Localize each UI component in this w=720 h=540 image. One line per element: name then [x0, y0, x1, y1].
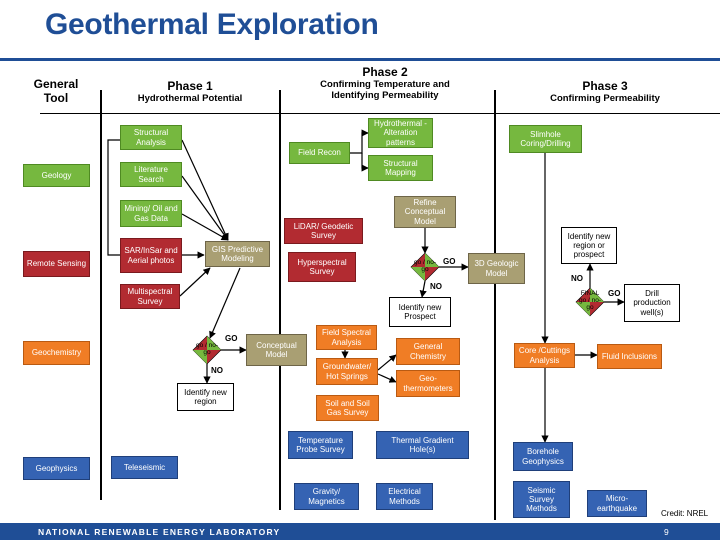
general-tool-label: General Tool	[33, 77, 79, 105]
core-cuttings-analysis-box: Core /Cuttings Analysis	[514, 343, 575, 368]
drill-production-well-box: Drill production well(s)	[624, 284, 680, 322]
borehole-geophysics-box: Borehole Geophysics	[513, 442, 573, 471]
credit-text: Credit: NREL	[661, 509, 709, 518]
fluid-inclusions-box: Fluid Inclusions	[597, 344, 662, 369]
temperature-probe-survey-box: Temperature Probe Survey	[288, 431, 353, 459]
arrow-literature-gis	[181, 175, 229, 241]
arrow-recon-struct	[361, 153, 369, 172]
no-label-3: NO	[571, 274, 583, 283]
header-rule	[40, 113, 720, 114]
footer-org-name: NATIONAL RENEWABLE ENERGY LABORATORY	[38, 527, 281, 537]
arrow-groundwater-geotherm	[377, 373, 397, 383]
go-label-3: GO	[608, 289, 621, 298]
hydrothermal-alteration-box: Hydrothermal -Alteration patterns	[368, 118, 433, 148]
multispectral-survey-box: Multispectral Survey	[120, 284, 180, 309]
soil-gas-survey-box: Soil and Soil Gas Survey	[316, 395, 379, 421]
identify-new-region-box: Identify new region	[177, 383, 234, 411]
3d-geologic-model-box: 3D Geologic Model	[468, 253, 525, 284]
sar-insar-box: SAR/InSar and Aerial photos	[120, 238, 182, 273]
gravity-magnetics-box: Gravity/ Magnetics	[294, 483, 359, 510]
divider-phase1-phase2	[279, 90, 281, 510]
structural-analysis-box: Structural Analysis	[120, 125, 182, 150]
phase2-subtitle: Confirming Temperature and Identifying P…	[320, 78, 450, 101]
no-label-2: NO	[430, 282, 442, 291]
micro-earthquake-box: Micro-earthquake	[587, 490, 647, 517]
field-spectral-analysis-box: Field Spectral Analysis	[316, 325, 377, 350]
slimhole-coring-box: Slimhole Coring/Drilling	[509, 125, 582, 153]
teleseismic-box: Teleseismic	[111, 456, 178, 479]
decision-final-text: FINAL go / no-go	[578, 290, 602, 311]
groundwater-hot-springs-box: Groundwater/ Hot Springs	[316, 358, 378, 385]
lidar-geodetic-box: LiDAR/ Geodetic Survey	[284, 218, 363, 244]
phase3-subtitle: Confirming Permeability	[550, 92, 660, 104]
title-rule	[0, 58, 720, 61]
electrical-methods-box: Electrical Methods	[376, 483, 433, 510]
arrow-groundwater-genchem	[377, 354, 397, 371]
conceptual-model-box: Conceptual Model	[246, 334, 307, 366]
tool-geology: Geology	[23, 164, 90, 187]
go-label-1: GO	[225, 334, 238, 343]
geothermometers-box: Geo- thermometers	[396, 370, 460, 397]
identify-new-prospect-box: Identify new Prospect	[389, 297, 451, 327]
divider-tool-phase1	[100, 90, 102, 500]
arrow-structural-gis	[181, 139, 229, 241]
identify-region-prospect-box: Identify new region or prospect	[561, 227, 617, 264]
hyperspectral-survey-box: Hyperspectral Survey	[288, 252, 356, 282]
arrow-mining-gis	[181, 213, 229, 241]
phase1-subtitle: Hydrothermal Potential	[137, 92, 243, 104]
header-phase3: Phase 3 Confirming Permeability	[525, 79, 685, 105]
decision-diamond-2	[410, 252, 440, 282]
tool-geophysics: Geophysics	[23, 457, 90, 480]
page-title: Geothermal Exploration	[45, 8, 379, 41]
phase2-title: Phase 2	[362, 65, 408, 79]
literature-search-box: Literature Search	[120, 162, 182, 187]
arrow-gis-decision1	[209, 267, 241, 339]
arrow-multispectral-gis	[179, 267, 211, 297]
decision-1-text: go / no-go	[195, 342, 219, 356]
header-general-tool: General Tool	[20, 77, 92, 106]
gis-predictive-modeling-box: GIS Predictive Modeling	[205, 241, 270, 267]
structural-mapping-box: Structural Mapping	[368, 155, 433, 181]
page-number: 9	[664, 527, 669, 537]
tool-remote-sensing: Remote Sensing	[23, 251, 90, 277]
phase3-title: Phase 3	[582, 79, 628, 93]
decision-2-text: go / no-go	[413, 259, 437, 273]
divider-phase2-phase3	[494, 90, 496, 520]
header-phase2: Phase 2 Confirming Temperature and Ident…	[300, 65, 470, 102]
tool-geochemistry: Geochemistry	[23, 341, 90, 365]
header-phase1: Phase 1 Hydrothermal Potential	[110, 79, 270, 105]
field-recon-box: Field Recon	[289, 142, 350, 164]
decision-diamond-1	[192, 335, 222, 365]
general-chemistry-box: General Chemistry	[396, 338, 460, 365]
mining-oil-gas-box: Mining/ Oil and Gas Data	[120, 200, 182, 227]
refine-conceptual-model-box: Refine Conceptual Model	[394, 196, 456, 228]
arrow-recon-hydro	[350, 129, 369, 154]
go-label-2: GO	[443, 257, 456, 266]
seismic-survey-methods-box: Seismic Survey Methods	[513, 481, 570, 518]
footer-bar	[0, 523, 720, 540]
thermal-gradient-hole-box: Thermal Gradient Hole(s)	[376, 431, 469, 459]
no-label-1: NO	[211, 366, 223, 375]
phase1-title: Phase 1	[167, 79, 213, 93]
decision-diamond-final	[575, 287, 605, 317]
arrow-decision2-prospect	[419, 280, 427, 298]
phase1-bracket-line	[107, 139, 120, 256]
